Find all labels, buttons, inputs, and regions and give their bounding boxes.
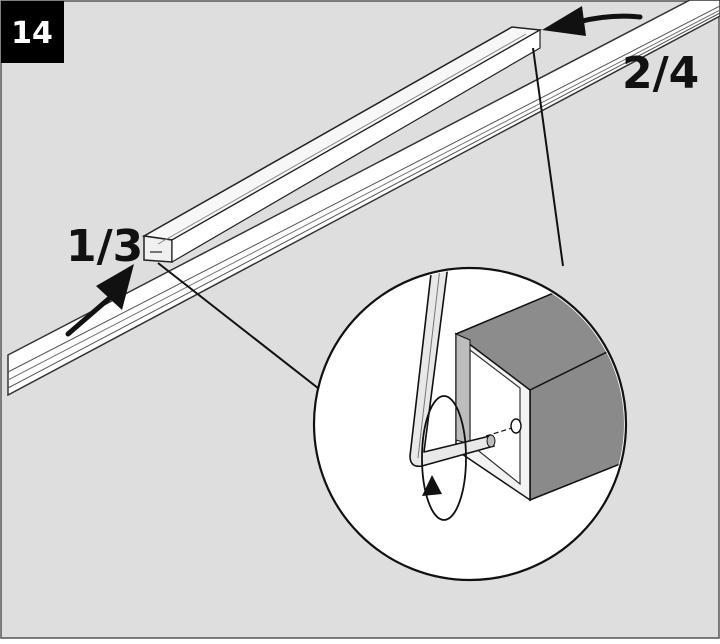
top-profile-side: [171, 28, 541, 264]
callout-label-right: 2/4: [622, 48, 699, 99]
rail-groove-bottom: [7, 12, 720, 389]
top-profile-front: [143, 235, 173, 263]
rotation-arrow-icon: [421, 395, 467, 521]
arrow-up-right-icon: [65, 264, 134, 337]
top-profile-ridge: [157, 33, 527, 245]
top-profile: [141, 26, 543, 264]
screw-hole: [510, 418, 522, 434]
rail: [7, 0, 720, 397]
leader-line-left: [157, 262, 324, 393]
callout-label-left: 1/3: [66, 221, 143, 272]
detail-circle: [312, 266, 628, 582]
leader-line-right: [532, 47, 564, 267]
step-badge: 14: [1, 1, 64, 63]
arrow-left-icon: [542, 6, 643, 36]
allen-key-icon: [409, 270, 496, 468]
rail-groove-top: [7, 5, 720, 373]
rail-groove-mid: [7, 9, 720, 381]
step-number: 14: [11, 16, 53, 51]
rail-body: [7, 0, 720, 397]
